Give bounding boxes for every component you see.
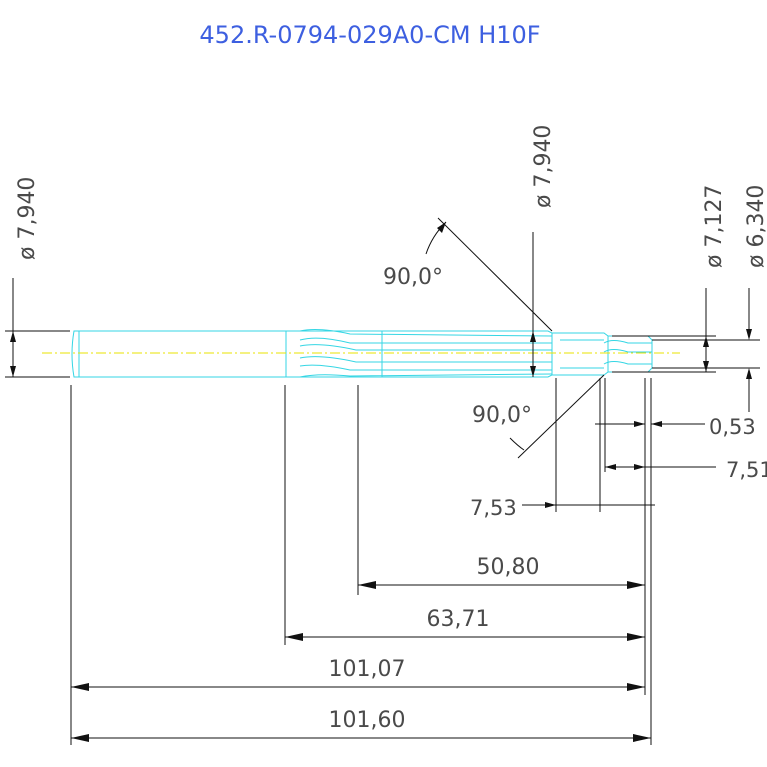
dim-length-50-80: 50,80 [477,555,540,580]
dim-length-101-60: 101,60 [329,708,406,733]
flute-6 [299,373,553,378]
reduced-section-outline [552,332,609,376]
flute-1 [299,329,553,337]
flute-4 [299,356,552,363]
tip-flute-3 [603,361,652,365]
dim-shank-diameter: ø 7,940 [15,177,40,260]
flute-2 [299,337,552,344]
dim-tip-inner-diameter: ø 6,340 [744,185,767,268]
dim-angle-upper: 90,0° [383,265,443,290]
dim-angle-lower: 90,0° [472,403,532,428]
shank-outline [71,330,287,378]
dim-body-diameter: ø 7,940 [531,125,556,208]
dim-length-7-53: 7,53 [470,496,517,520]
dim-length-101-07: 101,07 [329,657,406,682]
dimension-lines [5,217,760,745]
tip-outline [608,335,653,373]
tip-flute-1 [603,340,652,344]
dim-length-0-53: 0,53 [709,415,756,439]
drawing-title: 452.R-0794-029A0-CM H10F [199,21,540,49]
body-outline [286,330,553,378]
tip-flute-2 [603,349,652,353]
dim-length-7-51: 7,51 [726,458,767,482]
flute-3 [299,344,552,351]
flute-5 [299,364,552,371]
dim-length-63-71: 63,71 [427,607,490,632]
dim-tip-outer-diameter: ø 7,127 [702,185,727,268]
